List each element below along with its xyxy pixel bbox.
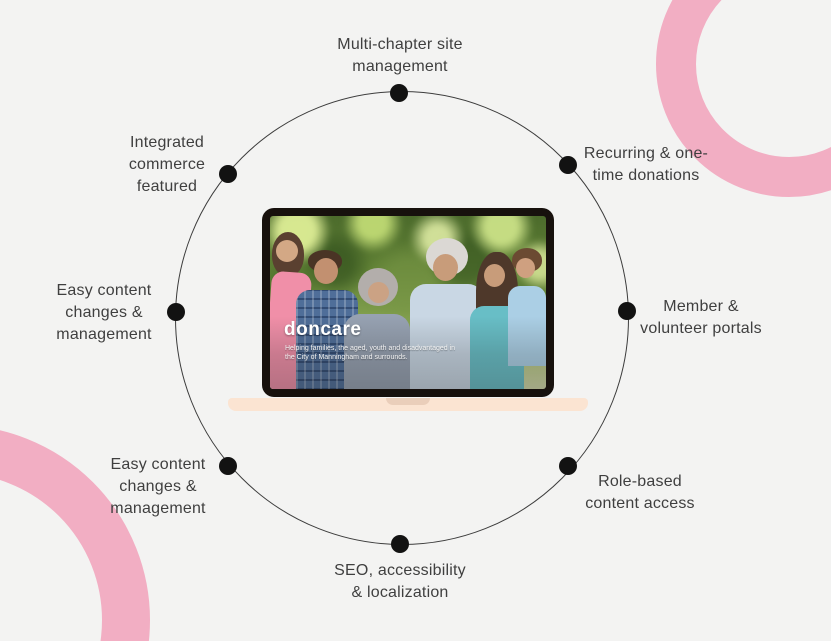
dot-right [618,302,636,320]
laptop-base [228,398,588,411]
family-photo: doncare Helping families, the aged, yout… [270,216,546,389]
dot-bottom-left [219,457,237,475]
feature-label-easy-content-changes-bottom: Easy content changes & management [110,456,206,517]
dot-top [390,84,408,102]
feature-label-seo-accessibility-localization: SEO, accessibility & localization [334,562,466,601]
dot-top-left [219,165,237,183]
feature-label-member-volunteer-portals: Member & volunteer portals [640,298,762,337]
laptop-notch [386,398,430,405]
doncare-logo: doncare [284,319,362,340]
dot-top-right [559,156,577,174]
feature-label-easy-content-changes-left: Easy content changes & management [56,282,152,343]
feature-label-recurring-one-time-donations: Recurring & one- time donations [583,145,709,184]
doncare-tagline: Helping families, the aged, youth and di… [285,345,456,361]
dot-bottom-right [559,457,577,475]
feature-label-integrated-commerce-featured: Integrated commerce featured [128,134,206,195]
feature-label-multi-chapter-site-management: Multi-chapter site management [337,36,463,75]
laptop-screen-bezel: doncare Helping families, the aged, yout… [262,208,554,397]
photo-bottom-shade [270,216,546,389]
dot-left [167,303,185,321]
dot-bottom [391,535,409,553]
feature-label-role-based-content-access: Role-based content access [585,473,695,512]
